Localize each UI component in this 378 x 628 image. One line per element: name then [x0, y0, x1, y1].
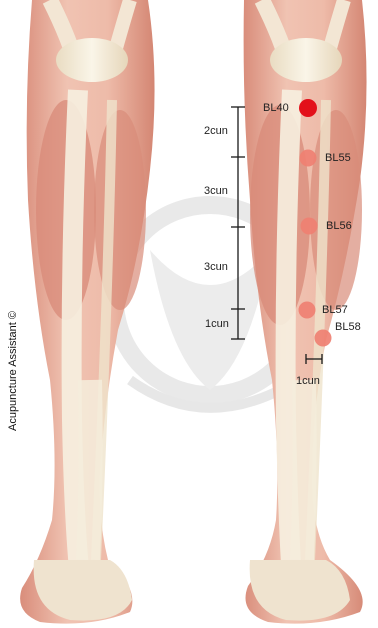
label-bl40: BL40	[263, 103, 289, 114]
label-bl58: BL58	[335, 322, 361, 333]
measure-label-3cun-lower: 3cun	[204, 262, 228, 273]
measure-label-3cun-upper: 3cun	[204, 186, 228, 197]
measure-label-1cun-vertical: 1cun	[205, 319, 229, 330]
left-leg	[20, 0, 154, 624]
label-bl57: BL57	[322, 305, 348, 316]
measure-label-1cun-horizontal: 1cun	[296, 376, 320, 387]
point-bl40	[299, 99, 317, 117]
measure-label-2cun: 2cun	[204, 126, 228, 137]
point-bl55	[300, 150, 317, 167]
label-bl55: BL55	[325, 153, 351, 164]
point-bl57	[299, 302, 316, 319]
point-bl56	[301, 218, 318, 235]
copyright-text: Acupuncture Assistant ©	[7, 306, 19, 436]
point-bl58	[315, 330, 332, 347]
label-bl56: BL56	[326, 221, 352, 232]
